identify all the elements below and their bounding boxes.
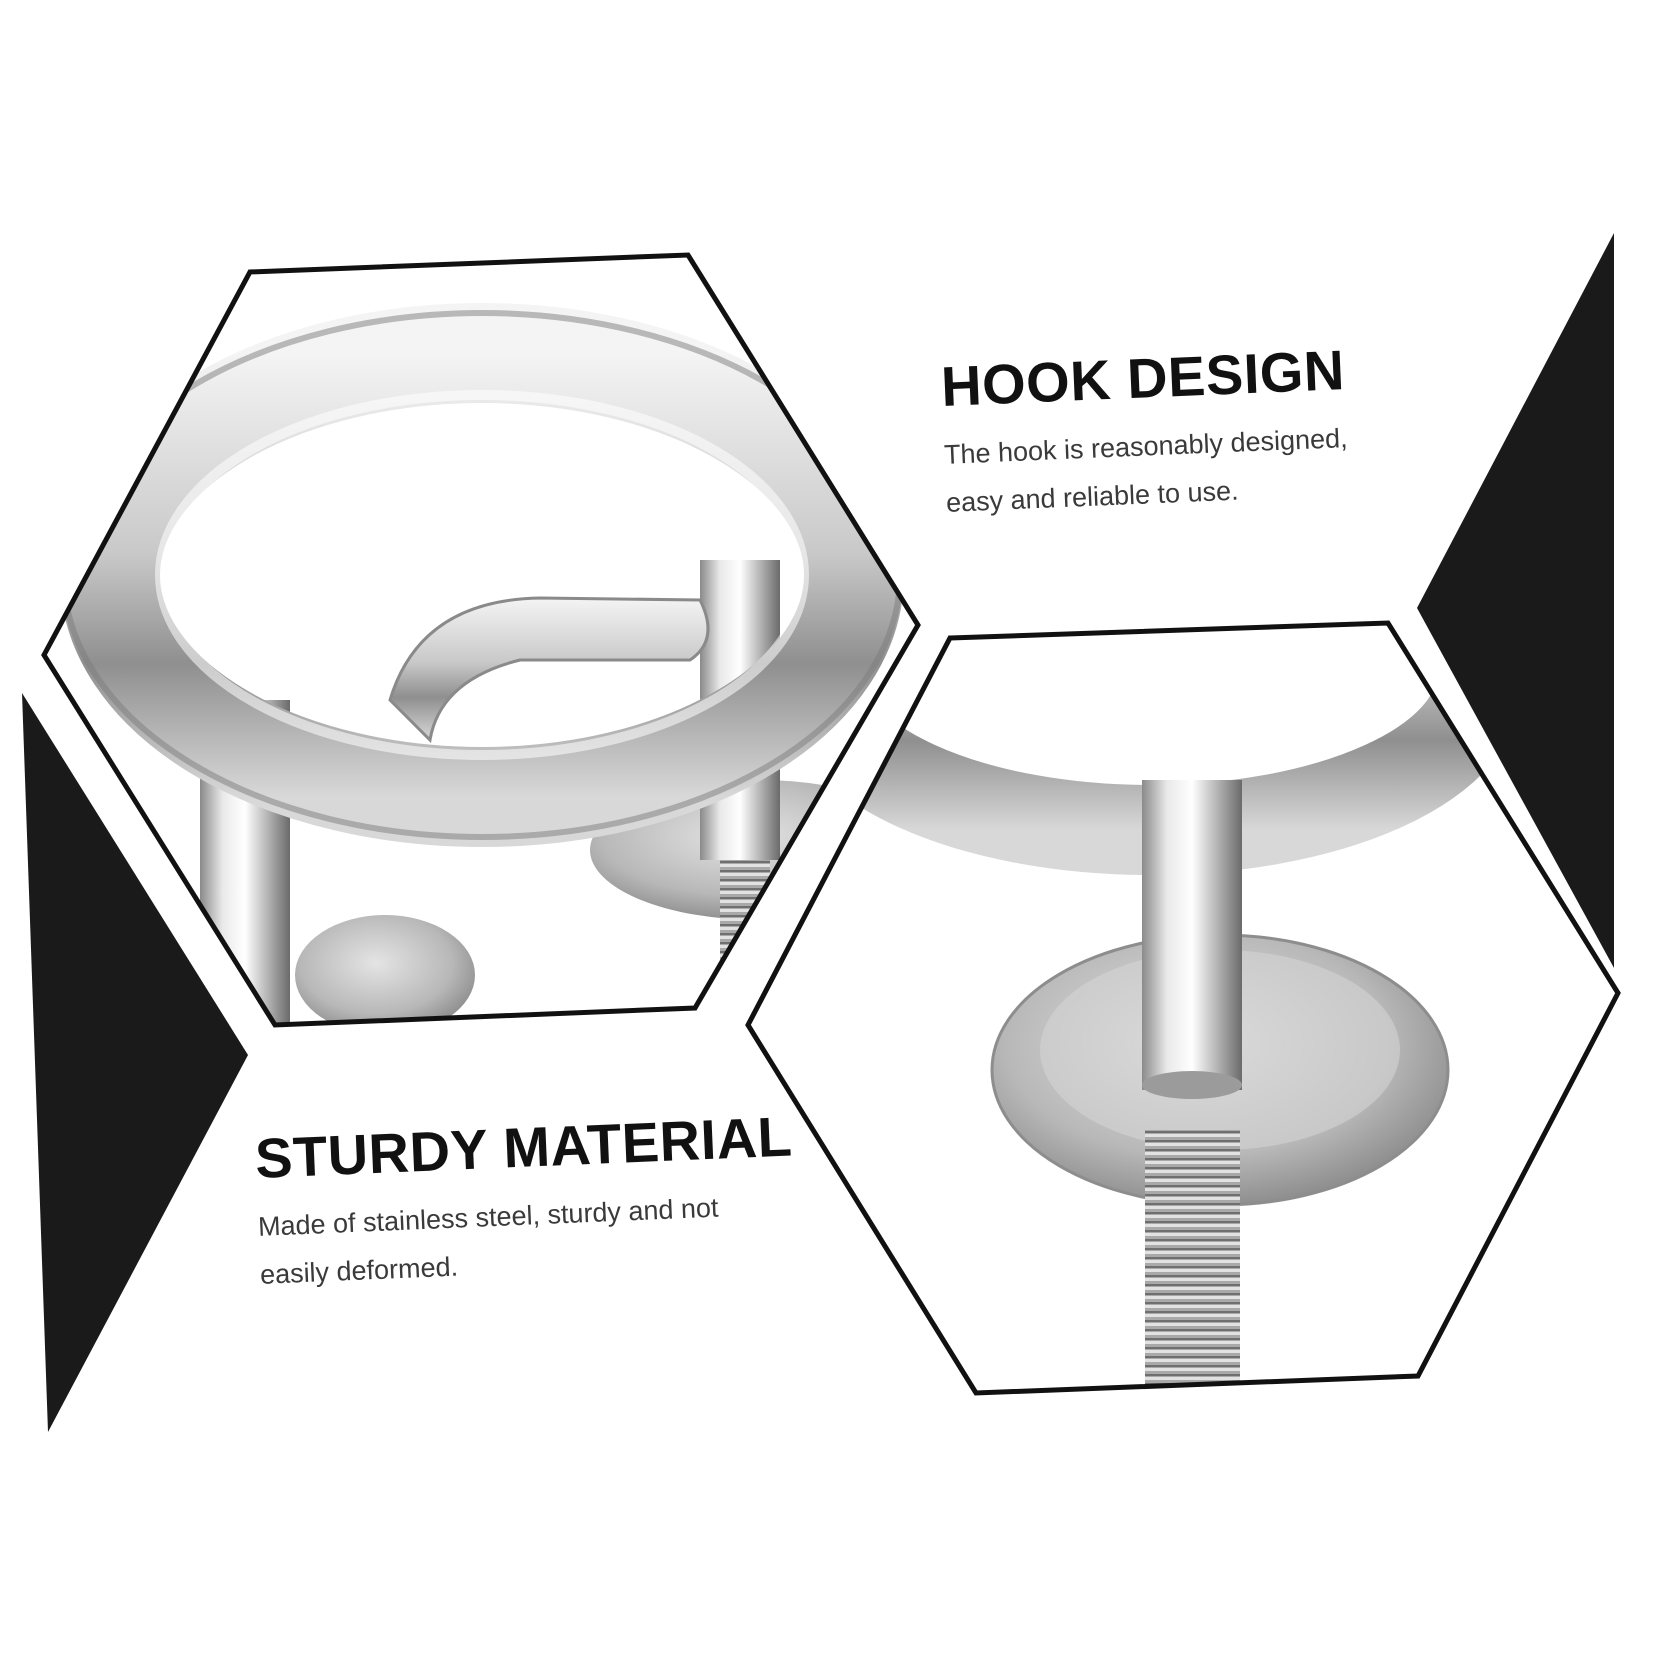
feature-hook-design: HOOK DESIGN The hook is reasonably desig…: [940, 338, 1427, 528]
hexagon-frame-a: [41, 252, 921, 1028]
accent-triangle-right: [1417, 233, 1614, 968]
hexagon-frame-b: [745, 620, 1621, 1396]
feature-sturdy-material: STURDY MATERIAL Made of stainless steel,…: [254, 1104, 821, 1300]
accent-triangle-left: [22, 693, 248, 1432]
